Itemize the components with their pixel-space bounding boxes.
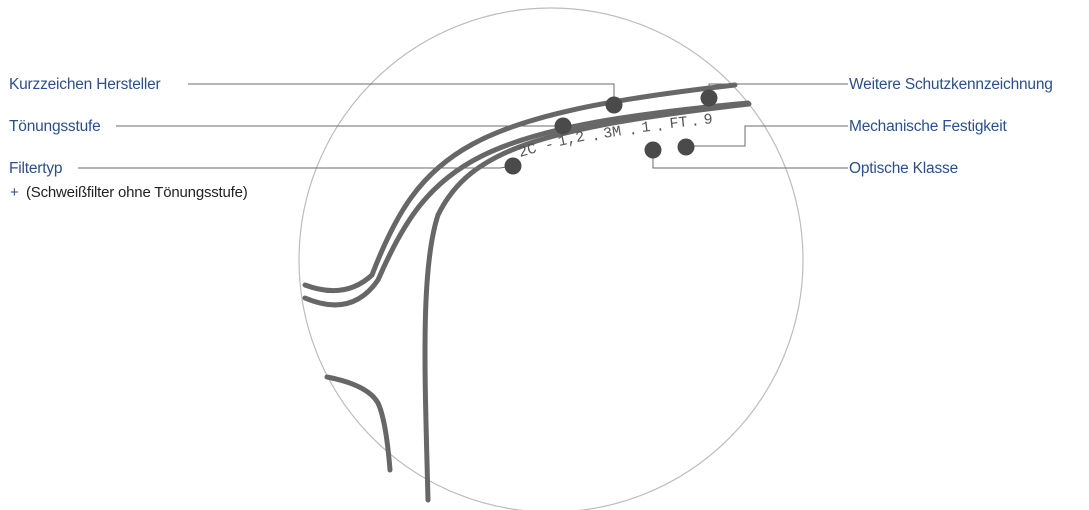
leader-mechanical-strength bbox=[686, 126, 848, 146]
marking-separator: - bbox=[543, 136, 556, 155]
label-additional-marking: Weitere Schutzkennzeichnung bbox=[849, 76, 1053, 93]
label-filter-type-plus: + bbox=[10, 184, 19, 201]
label-filter-type-note: (Schweißfilter ohne Tönungsstufe) bbox=[26, 184, 248, 201]
dot-optical-class bbox=[645, 142, 662, 159]
marking-separator: . bbox=[590, 128, 602, 146]
leader-lines bbox=[78, 84, 848, 168]
dot-manufacturer bbox=[606, 97, 623, 114]
marking-optical-class-value: 1 bbox=[641, 119, 652, 137]
dot-mechanical-strength bbox=[678, 139, 695, 156]
marking-separator: . bbox=[690, 113, 700, 131]
label-manufacturer: Kurzzeichen Hersteller bbox=[9, 76, 161, 93]
magnifier-circle bbox=[299, 8, 803, 510]
dot-additional-marking bbox=[701, 90, 718, 107]
marking-separator: . bbox=[655, 118, 666, 136]
marking-manufacturer-code: 3M bbox=[602, 123, 622, 143]
dot-filter-type bbox=[505, 158, 522, 175]
label-mechanical-strength: Mechanische Festigkeit bbox=[849, 118, 1007, 135]
marking-mechanical-value: FT bbox=[669, 114, 689, 133]
label-optical-class: Optische Klasse bbox=[849, 160, 958, 177]
marking-additional-value: 9 bbox=[703, 111, 713, 129]
marking-separator: . bbox=[627, 122, 638, 140]
leader-filter-type bbox=[78, 166, 513, 168]
label-shade: Tönungsstufe bbox=[9, 118, 101, 135]
frame-lens-edge bbox=[425, 104, 749, 500]
label-filter-type: Filtertyp bbox=[9, 160, 62, 177]
leader-manufacturer bbox=[188, 84, 614, 104]
dot-shade bbox=[555, 118, 572, 135]
